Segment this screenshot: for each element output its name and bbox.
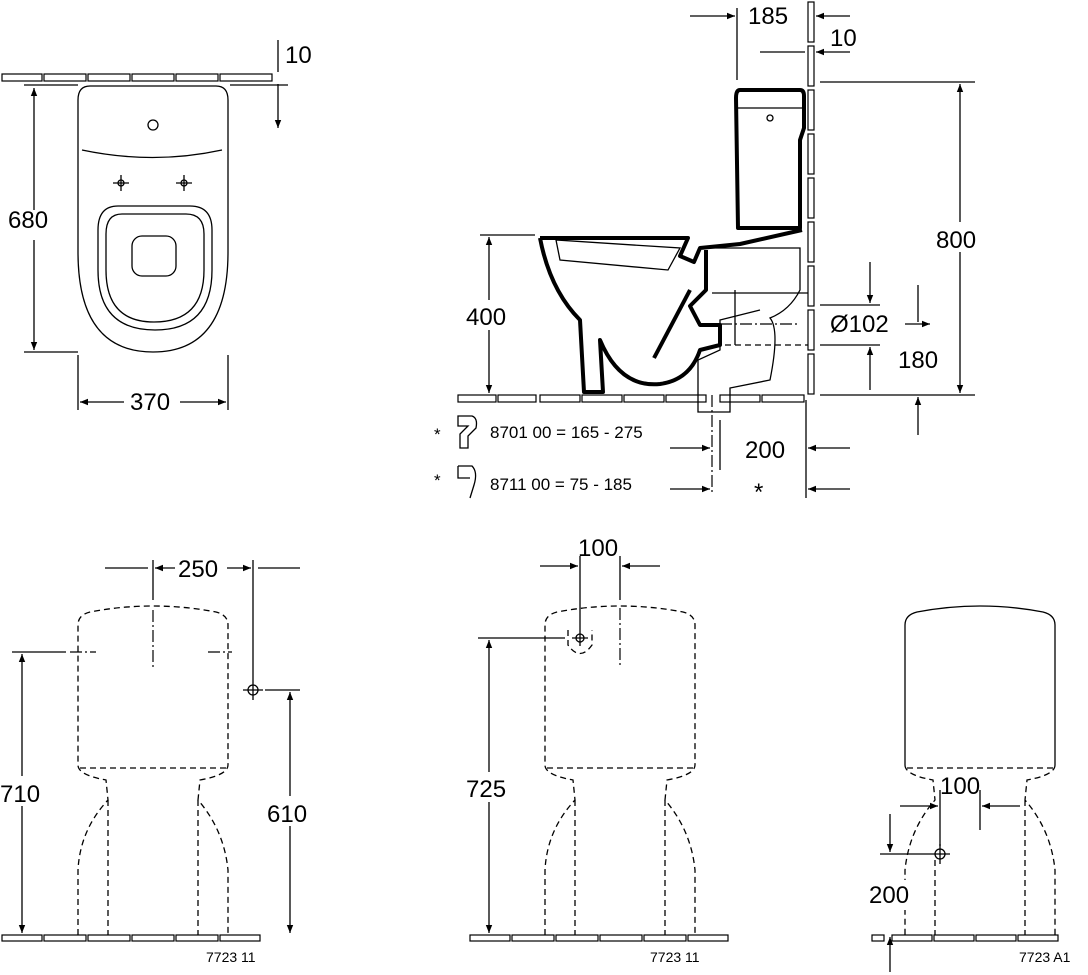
asterisk-label: * <box>754 479 763 506</box>
inlet-crosshair-icon <box>572 630 588 646</box>
dim-inlet-height-label: 200 <box>869 882 909 909</box>
flush-button-icon <box>147 119 159 131</box>
dim-spacing-label: 100 <box>578 535 618 562</box>
floor-line <box>457 394 805 403</box>
bowl-rim <box>555 239 682 271</box>
inlet-recess <box>567 630 593 655</box>
seat-outline <box>97 205 213 331</box>
dim-wall-gap-label: 10 <box>830 25 857 52</box>
hidden-line <box>547 767 693 935</box>
bowl-outline <box>538 228 803 394</box>
dim-line-185 <box>690 8 737 80</box>
extension-lines <box>105 560 300 680</box>
legend-item: * 8711 00 = 75 - 185 <box>434 465 632 499</box>
dim-offset-label: 100 <box>940 773 980 800</box>
dim-wall-gap-label: 10 <box>285 42 312 69</box>
cistern-outline <box>544 605 696 935</box>
extension-lines <box>939 790 981 846</box>
legend-text: 8711 00 = 75 - 185 <box>490 475 632 494</box>
wall-line <box>807 1 815 395</box>
product-code: 7723 A1 <box>1019 949 1071 965</box>
floor-line <box>1 934 261 942</box>
dim-outlet-offset-label: 200 <box>745 437 785 464</box>
front-view-2: 100 725 7723 11 <box>464 535 729 965</box>
wall-line <box>1 73 273 82</box>
cistern-outline <box>77 605 229 935</box>
dim-height-total-label: 800 <box>936 227 976 254</box>
dim-width-label: 370 <box>130 389 170 416</box>
inlet-crosshair-icon <box>243 680 263 700</box>
plan-view: 680 370 10 <box>1 40 312 416</box>
front-view-1: 250 710 610 7723 11 <box>0 554 317 965</box>
pipe-bend-icon <box>457 465 477 499</box>
side-view: 185 10 800 400 Ø102 180 200 * * 8701 00 … <box>434 1 987 506</box>
legend-marker: * <box>434 425 441 444</box>
product-code: 7723 11 <box>206 949 256 965</box>
flush-button-icon <box>766 114 774 122</box>
dim-seat-height-label: 400 <box>466 304 506 331</box>
trapway <box>652 289 692 359</box>
dim-tank-depth-label: 185 <box>748 3 788 30</box>
fixing-rod <box>712 290 808 345</box>
legend-item: * 8701 00 = 165 - 275 <box>434 415 643 449</box>
legend-marker: * <box>434 471 441 490</box>
extension-lines <box>24 84 229 410</box>
centerlines <box>70 610 232 668</box>
dim-outlet-height-label: 180 <box>898 347 938 374</box>
dim-spacing-label: 250 <box>178 556 218 583</box>
pipe-bend-icon <box>457 415 478 449</box>
dim-depth-label: 680 <box>8 207 48 234</box>
outlet-centerline <box>711 323 800 495</box>
extension-lines <box>820 304 880 346</box>
floor-line <box>469 934 729 942</box>
outlet-pipe <box>697 247 801 413</box>
product-code: 7723 11 <box>650 949 700 965</box>
extension-lines <box>820 81 975 396</box>
front-view-3: 100 200 7723 A1 <box>868 605 1071 972</box>
crosshair-icon <box>176 175 192 191</box>
dim-height-label: 725 <box>466 776 506 803</box>
floor-line <box>871 934 1059 942</box>
toilet-outline-plan <box>77 85 229 353</box>
tank-lid-plan <box>81 149 223 159</box>
dim-inlet-height-label: 610 <box>267 801 307 828</box>
inlet-crosshair-icon <box>930 844 950 864</box>
cistern-outline <box>904 605 1056 765</box>
extension-lines <box>579 556 621 630</box>
hidden-line <box>904 764 1056 935</box>
dim-outlet-diameter-label: Ø102 <box>830 311 889 338</box>
seat-inner <box>105 213 205 323</box>
hidden-line <box>80 767 226 935</box>
dim-arrow <box>905 285 930 324</box>
cistern-outline <box>734 88 806 230</box>
crosshair-icon <box>113 175 129 191</box>
bowl-opening <box>131 235 177 277</box>
dim-height-label: 710 <box>0 781 40 808</box>
legend-text: 8701 00 = 165 - 275 <box>490 423 643 442</box>
